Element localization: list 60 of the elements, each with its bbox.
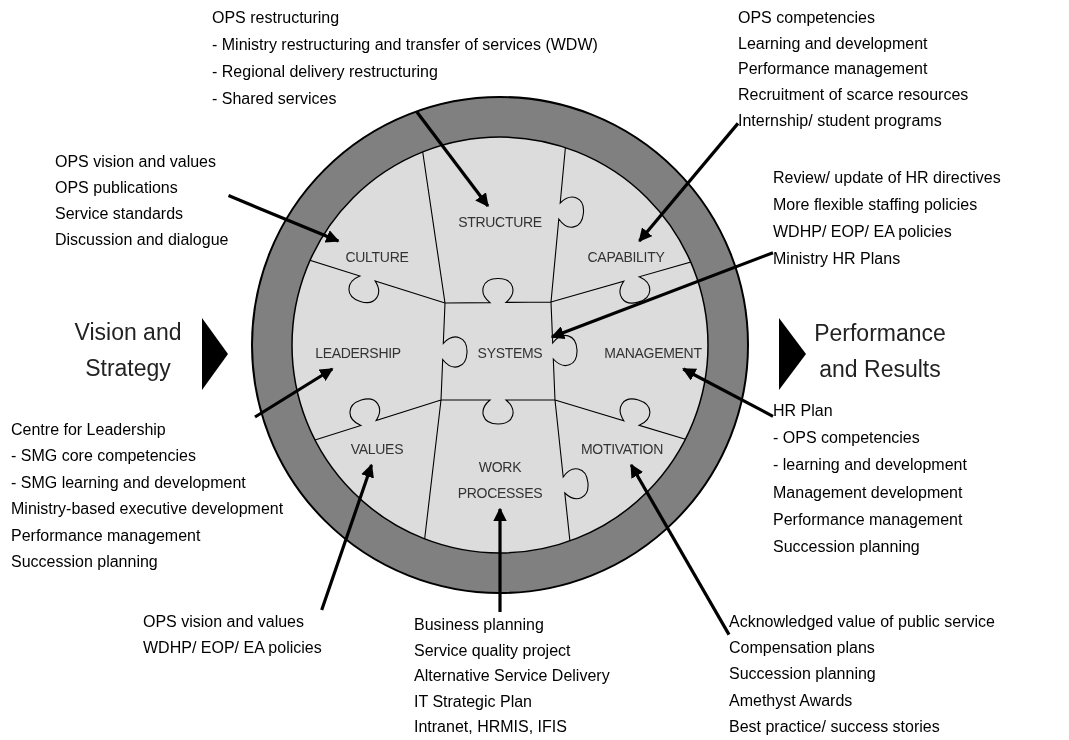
callout-line: Performance management: [738, 59, 929, 80]
flow-label: Performance and Results: [813, 319, 947, 384]
callout-line: Acknowledged value of public service: [729, 612, 995, 632]
callout-line: IT Strategic Plan: [414, 691, 533, 712]
arrow: [415, 111, 490, 208]
callout-line: More flexible staffing policies: [773, 195, 979, 215]
callout-line: Performance management: [773, 509, 964, 530]
callout-line: - Ministry restructuring and transfer of services (WDW): [212, 35, 598, 55]
puzzle-piece-label: CAPABILITY: [571, 244, 681, 270]
callout-line: Recruitment of scarce resources: [738, 85, 969, 106]
arrow: [320, 463, 374, 611]
callout-line: OPS competencies: [738, 8, 876, 28]
arrow: [638, 122, 740, 243]
puzzle-piece-label: VALUES: [332, 436, 422, 462]
callout-line: - learning and development: [773, 455, 967, 476]
puzzle-piece-label: LEADERSHIP: [303, 340, 413, 366]
callout-line: OPS publications: [55, 178, 179, 198]
callout-line: OPS vision and values: [55, 152, 217, 172]
puzzle-piece-label: STRUCTURE: [445, 209, 555, 235]
callout-line: Performance management: [11, 525, 202, 546]
callout-line: Service quality project: [414, 640, 572, 661]
callout-line: WDHP/ EOP/ EA policies: [773, 222, 953, 242]
callout-line: Centre for Leadership: [11, 420, 167, 440]
callout-line: - SMG core competencies: [11, 446, 197, 467]
puzzle-piece-label: MANAGEMENT: [598, 340, 708, 366]
callout-line: HR Plan: [773, 401, 834, 421]
callout-line: Business planning: [414, 615, 545, 635]
callout-line: Ministry-based executive development: [11, 499, 284, 520]
callout-line: Amethyst Awards: [729, 690, 854, 711]
callout-line: Best practice/ success stories: [729, 716, 941, 737]
callout-line: OPS vision and values: [143, 612, 305, 632]
callout-line: Succession planning: [11, 551, 159, 572]
callout-line: - SMG learning and development: [11, 472, 247, 493]
callout-line: Review/ update of HR directives: [773, 168, 1001, 188]
callout-line: - OPS competencies: [773, 428, 921, 449]
callout-line: OPS restructuring: [212, 8, 341, 28]
callout-line: - Regional delivery restructuring: [212, 62, 439, 82]
callout-line: Learning and development: [738, 33, 929, 54]
arrow: [550, 251, 774, 339]
callout-line: Service standards: [55, 204, 185, 224]
puzzle-piece-label: SYSTEMS: [465, 340, 555, 366]
arrow: [682, 367, 774, 418]
puzzle-piece-label: MOTIVATION: [567, 436, 677, 462]
callout-line: Discussion and dialogue: [55, 230, 229, 250]
callout-line: Ministry HR Plans: [773, 249, 902, 269]
callout-line: Management development: [773, 482, 964, 503]
callout-line: Internship/ student programs: [738, 110, 943, 131]
callout-line: - Shared services: [212, 89, 338, 109]
callout-line: Succession planning: [773, 536, 921, 557]
callout-line: Succession planning: [729, 664, 877, 685]
arrow: [629, 463, 731, 636]
callout-line: Intranet, HRMIS, IFIS: [414, 717, 568, 737]
callout-line: WDHP/ EOP/ EA policies: [143, 638, 322, 658]
arrow: [493, 507, 507, 612]
puzzle-piece-label: CULTURE: [327, 244, 427, 270]
flow-label: Vision and Strategy: [73, 318, 183, 383]
callout-line: Alternative Service Delivery: [414, 666, 610, 686]
callout-line: Compensation plans: [729, 638, 876, 659]
arrow: [227, 194, 340, 243]
puzzle-piece-label: WORK PROCESSES: [450, 454, 550, 506]
